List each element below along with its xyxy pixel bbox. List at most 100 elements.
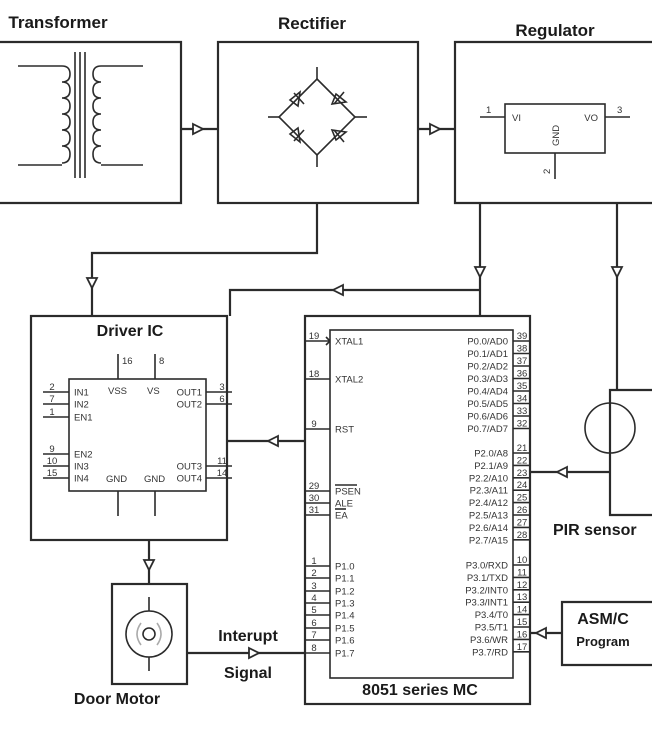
pin-number: 33 — [517, 406, 528, 417]
regulator-pin1: 1 — [486, 105, 491, 116]
pin-label: P0.6/AD6 — [467, 412, 508, 423]
pin-label: P2.7/A15 — [469, 535, 508, 546]
pin-number: 6 — [219, 394, 224, 405]
pin-label: P0.2/AD2 — [467, 362, 508, 373]
pin-label: OUT1 — [177, 388, 202, 399]
door-motor-title: Door Motor — [74, 691, 160, 708]
pin-label: EN1 — [74, 413, 92, 424]
arrow-down-icon — [473, 266, 487, 280]
pin-label: P0.4/AD4 — [467, 387, 508, 398]
pin-number: 11 — [217, 456, 227, 467]
pin-number: 25 — [517, 493, 528, 504]
pin-label: P2.5/A13 — [469, 511, 508, 522]
pin-number: 17 — [517, 642, 528, 653]
pin-number: 5 — [311, 605, 316, 616]
pin-label: P1.4 — [335, 611, 355, 622]
mcu-outer-box — [303, 314, 532, 706]
pin-label: P1.1 — [335, 574, 355, 585]
pin-number: 22 — [517, 455, 528, 466]
program-title: ASM/C — [577, 611, 629, 628]
driver-ic-chip — [68, 378, 207, 492]
arrow-right-icon — [192, 122, 206, 136]
pin-number: 9 — [49, 444, 54, 455]
pin-number: 1 — [49, 407, 54, 418]
pin-number: 14 — [517, 605, 528, 616]
pin-label: P3.4/T0 — [475, 610, 508, 621]
driver-pin-num: 16 — [122, 356, 133, 367]
pin-label: P1.6 — [335, 636, 355, 647]
pin-label: P2.3/A11 — [470, 486, 508, 497]
regulator-vo-label: VO — [584, 113, 598, 124]
pin-label: P2.0/A8 — [474, 449, 508, 460]
pin-label: IN3 — [74, 462, 89, 473]
rectifier-title: Rectifier — [278, 14, 346, 33]
pin-label: ALE — [335, 499, 353, 510]
pin-number: 10 — [47, 456, 58, 467]
pin-label: P2.2/A10 — [469, 473, 508, 484]
pin-number: 26 — [517, 505, 528, 516]
pin-number: 24 — [517, 480, 528, 491]
pin-number: 13 — [517, 592, 528, 603]
transformer-title: Transformer — [8, 13, 108, 32]
pin-label: OUT3 — [177, 462, 202, 473]
rectifier-box — [216, 40, 420, 205]
regulator-pin2: 2 — [542, 169, 553, 174]
mcu-right-pins: 39P0.0/AD038P0.1/AD137P0.2/AD236P0.3/AD3… — [465, 331, 530, 658]
bridge-rectifier-icon — [268, 67, 367, 167]
arrow-right-icon — [429, 122, 443, 136]
pin-number: 3 — [311, 581, 316, 592]
pin-label: PSEN — [335, 487, 361, 498]
pin-number: 18 — [309, 369, 320, 380]
arrow-left-icon — [265, 434, 279, 448]
driver-ic-title: Driver IC — [97, 323, 164, 340]
pin-number: 4 — [311, 593, 316, 604]
pin-number: 11 — [517, 567, 527, 578]
pin-label: EN2 — [74, 450, 92, 461]
pir-sensor-block: PIR sensor — [553, 388, 652, 539]
pin-number: 8 — [311, 643, 316, 654]
pin-number: 1 — [311, 556, 316, 567]
pin-number: 30 — [309, 493, 320, 504]
pin-number: 27 — [517, 517, 528, 528]
pin-label: XTAL2 — [335, 375, 363, 386]
pin-number: 6 — [311, 618, 316, 629]
interrupt-label: Interupt — [218, 628, 278, 645]
arrow-left-icon — [554, 465, 568, 479]
pin-label: OUT4 — [177, 474, 202, 485]
transformer-symbol-icon — [18, 52, 143, 178]
pin-number: 15 — [517, 617, 528, 628]
pin-label: P2.4/A12 — [469, 498, 508, 509]
pin-number: 31 — [309, 505, 320, 516]
rectifier-block: Rectifier — [216, 14, 420, 205]
pin-label: P0.7/AD7 — [467, 424, 508, 435]
signal-label: Signal — [224, 665, 272, 682]
wire-rectifier-driver — [90, 203, 319, 316]
mcu-chip — [329, 329, 514, 679]
arrow-down-icon — [610, 266, 624, 280]
regulator-pin3: 3 — [617, 105, 622, 116]
pin-label: P1.3 — [335, 599, 355, 610]
driver-pin-label: VSS — [108, 386, 127, 397]
driver-ic-box — [29, 314, 229, 542]
transformer-box — [0, 40, 183, 205]
pin-label: IN2 — [74, 400, 89, 411]
arrow-left-icon — [533, 626, 547, 640]
program-block: ASM/C Program — [560, 600, 652, 667]
pin-label: P3.2/INT0 — [465, 585, 508, 596]
pin-number: 32 — [517, 419, 528, 430]
pin-number: 7 — [311, 630, 316, 641]
pin-label: P0.1/AD1 — [467, 349, 508, 360]
pin-number: 3 — [219, 382, 224, 393]
pin-label: P0.5/AD5 — [467, 399, 508, 410]
wire-regulator-driver-logic — [228, 288, 480, 316]
pin-label: P1.0 — [335, 562, 355, 573]
pin-number: 29 — [309, 481, 320, 492]
pin-number: 12 — [517, 580, 528, 591]
motor-icon — [125, 597, 173, 671]
regulator-ic-icon: VI VO GND 1 3 2 — [480, 103, 630, 179]
